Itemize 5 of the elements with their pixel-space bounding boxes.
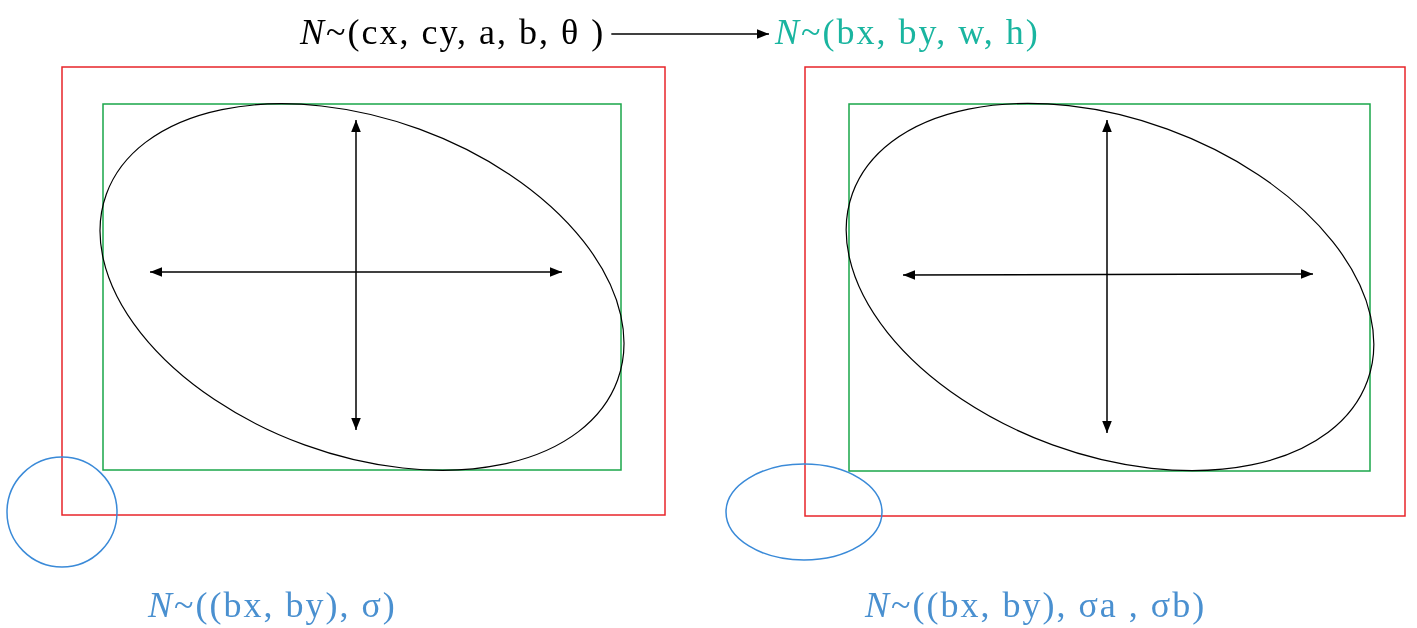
formula-label: N~((bx, by), σ) — [148, 585, 397, 625]
formula-label: N~((bx, by), σa , σb) — [865, 585, 1207, 625]
formula-text: N~(bx, by, w, h) — [775, 12, 1040, 52]
arrow — [610, 29, 770, 39]
formula-text: N~(cx, cy, a, b, θ ) — [300, 12, 606, 52]
